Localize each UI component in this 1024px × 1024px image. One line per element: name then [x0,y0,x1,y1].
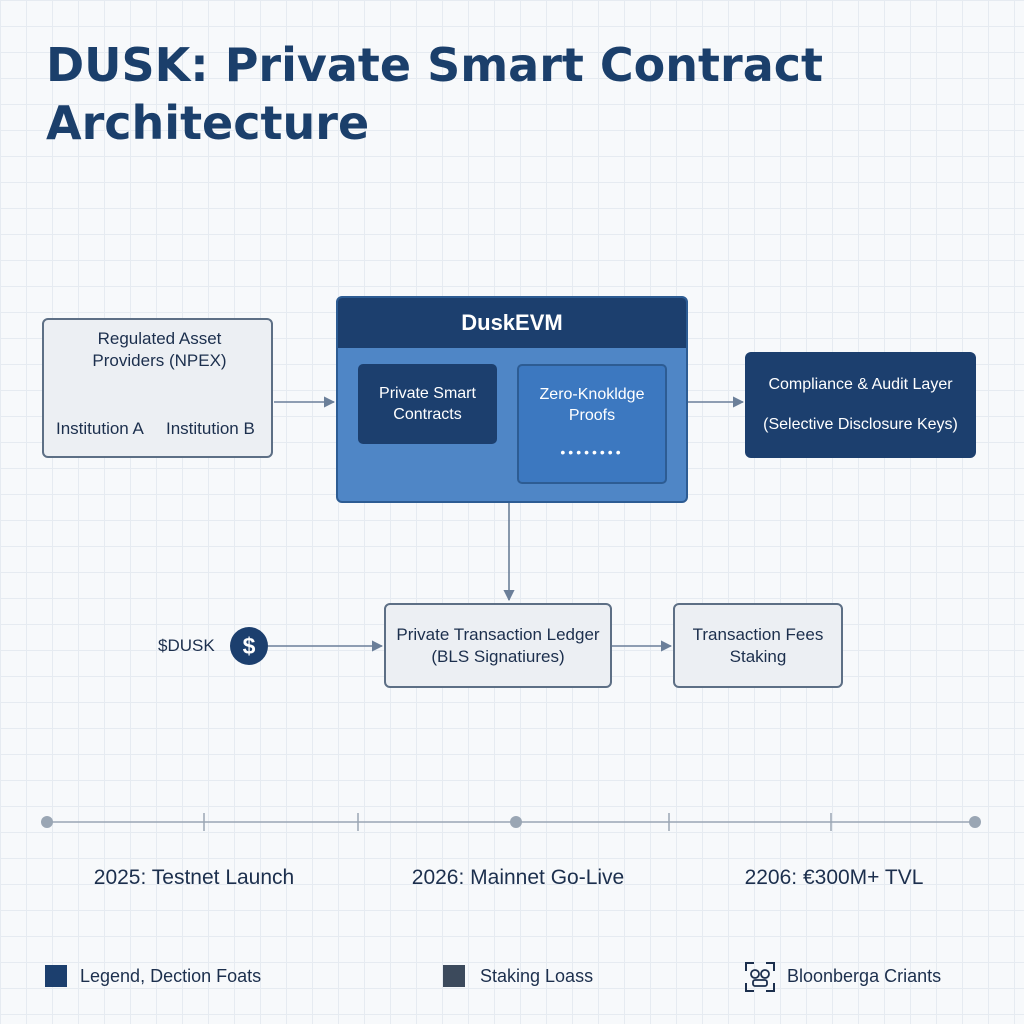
timeline-milestone: 2025: Testnet Launch [93,866,295,889]
timeline-node-end [969,816,981,828]
zk-line-2: Proofs [568,407,616,424]
zero-knowledge-proofs-box: Zero-Knokldge Proofs •••••••• [517,364,667,484]
regulated-providers-title-line-2: Providers (NPEX) [92,351,227,370]
regulated-providers-title-line-1: Regulated Asset [97,329,222,348]
private-transaction-ledger-box: Private Transaction Ledger (BLS Signatiu… [384,603,612,688]
duskevm-header: DuskEVM [338,298,686,348]
timeline-node-middle [510,816,522,828]
page-title-line-2: Architecture [46,96,370,150]
page-title: DUSK: Private Smart Contract Architectur… [46,36,946,152]
dusk-token-label: $DUSK [158,636,215,655]
institution-b-label: Institution B [166,419,255,438]
compliance-audit-layer-box: Compliance & Audit Layer (Selective Disc… [745,352,976,458]
ledger-line-2: (BLS Signatiures) [431,646,565,666]
legend-swatch-navy [45,965,67,987]
fees-line-1: Transaction Fees [692,624,824,644]
institution-a-label: Institution A [56,419,144,438]
private-smart-contracts-line-2: Contracts [393,406,462,423]
legend-label: Bloonberga Criants [787,966,942,986]
legend-swatch-slate [443,965,465,987]
dollar-coin-icon: $ [230,627,268,665]
timeline-milestone: 2206: €300M+ TVL [744,866,924,889]
zk-line-1: Zero-Knokldge [539,386,645,403]
legend-label: Staking Loass [480,966,594,986]
timeline-node-start [41,816,53,828]
duskevm-container: DuskEVM Private Smart Contracts Zero-Kno… [336,296,688,503]
private-smart-contracts-line-1: Private Smart [379,385,476,402]
zk-dots: •••••••• [560,444,624,460]
transaction-fees-box: Transaction Fees Staking [673,603,843,688]
ledger-line-1: Private Transaction Ledger [396,624,600,644]
regulated-providers-title: Regulated Asset Providers (NPEX) [44,328,275,372]
compliance-line-1: Compliance & Audit Layer [768,376,953,393]
focus-frame-icon [745,962,775,992]
regulated-asset-providers-box: Regulated Asset Providers (NPEX) Institu… [42,318,273,458]
page-title-line-1: DUSK: Private Smart Contract [46,38,823,92]
legend-label: Legend, Dection Foats [80,966,262,986]
compliance-line-2: (Selective Disclosure Keys) [763,416,958,433]
private-smart-contracts-box: Private Smart Contracts [358,364,497,444]
zero-knowledge-proofs-label: Zero-Knokldge Proofs [519,384,665,426]
timeline-milestone: 2026: Mainnet Go-Live [411,866,625,889]
fees-line-2: Staking [729,646,787,666]
